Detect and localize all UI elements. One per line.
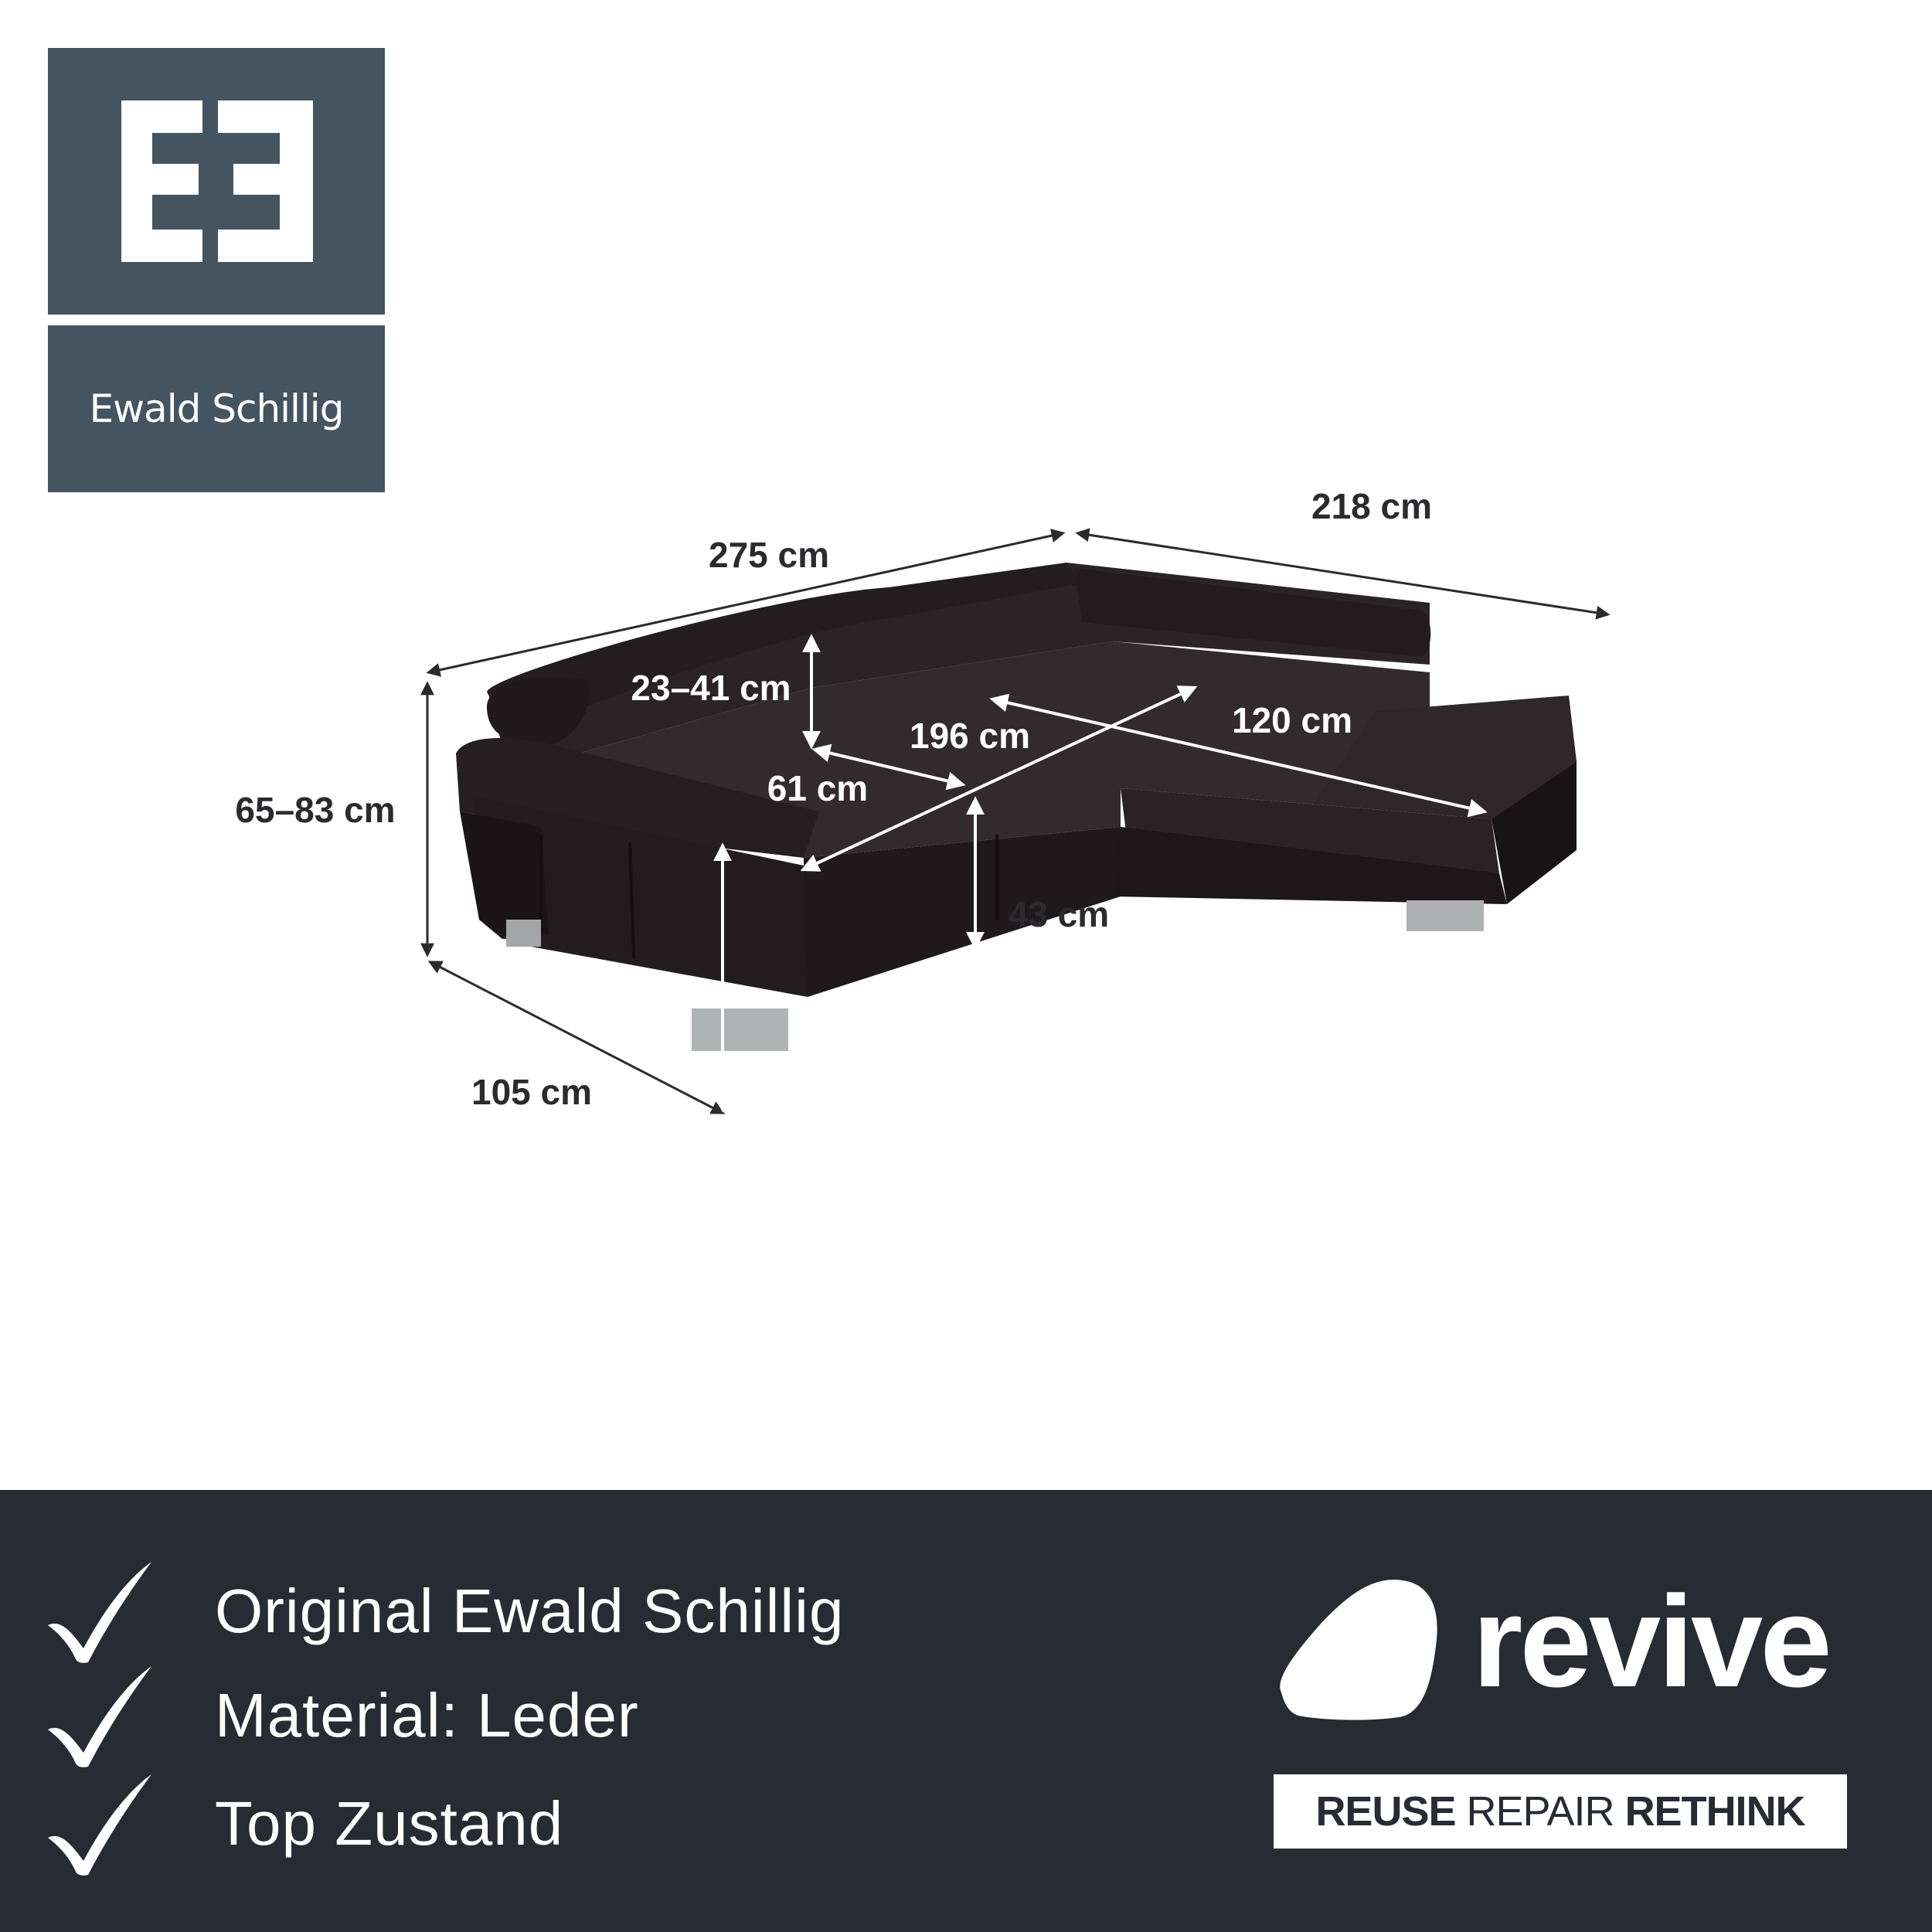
tagline-repair: REPAIR	[1466, 1788, 1615, 1835]
brand-name: Ewald Schillig	[89, 386, 345, 431]
tagline-reuse: REUSE	[1315, 1788, 1456, 1835]
revive-shape-icon	[1280, 1580, 1437, 1720]
feature-item: Top Zustand	[43, 1770, 563, 1878]
feature-label: Original Ewald Schillig	[215, 1577, 845, 1645]
e3-logo-icon	[121, 100, 313, 262]
feature-label: Material: Leder	[215, 1681, 639, 1750]
dimension-height: 65–83 cm	[235, 790, 396, 830]
dimension-seat-height: 43 cm	[1008, 894, 1110, 934]
sofa-photo	[420, 528, 1611, 1114]
dimension-width-long: 275 cm	[708, 535, 830, 575]
dimension-width-short: 218 cm	[1311, 486, 1433, 526]
feature-item: Material: Leder	[43, 1662, 639, 1770]
brand-monogram-panel	[48, 48, 385, 315]
revive-tagline: REUSE REPAIR RETHINK	[1274, 1774, 1847, 1849]
brand-name-panel: Ewald Schillig	[48, 325, 385, 492]
feature-item: Original Ewald Schillig	[43, 1557, 844, 1665]
tagline-rethink: RETHINK	[1624, 1788, 1806, 1835]
dimension-recamiere-depth: 120 cm	[1231, 700, 1353, 740]
dimension-seat-depth: 61 cm	[767, 768, 869, 808]
dimension-lines	[420, 528, 1611, 1114]
corner-sofa	[456, 563, 1577, 1051]
check-icon	[48, 1562, 151, 1663]
feature-label: Top Zustand	[215, 1789, 564, 1858]
dimension-seat-width: 196 cm	[909, 716, 1031, 756]
footer-banner	[0, 1490, 1932, 1932]
dimension-depth: 105 cm	[471, 1072, 593, 1112]
check-icon	[48, 1666, 151, 1767]
revive-wordmark: revive	[1472, 1569, 1832, 1714]
check-icon	[48, 1774, 151, 1876]
dimension-headrest: 23–41 cm	[631, 668, 791, 708]
